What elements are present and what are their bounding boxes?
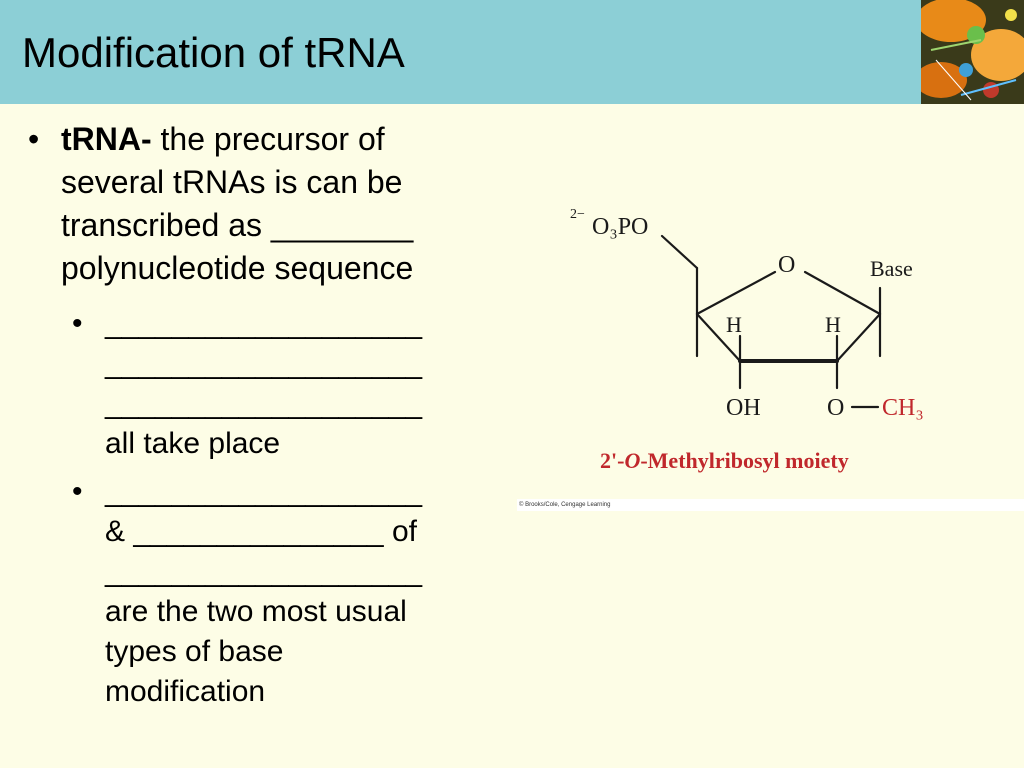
sub2-line-4: are the two most usual <box>105 595 407 628</box>
sub-bullet-list: • ___________________ __________________… <box>28 304 528 712</box>
bullet1-line-3: transcribed as ________ <box>61 207 414 243</box>
slide-body: • tRNA- the precursor of several tRNAs i… <box>28 118 528 720</box>
o-methyl-label: O <box>827 395 844 421</box>
h-left-label: H <box>726 312 742 337</box>
oh-label: OH <box>726 395 761 421</box>
bond-phosphate <box>660 234 699 270</box>
sub2-line-2: & _______________ of <box>105 515 417 548</box>
bond-c4-o <box>695 270 777 316</box>
bullet1-line-4: polynucleotide sequence <box>61 250 414 286</box>
sub1-line-4: all take place <box>105 427 281 460</box>
copyright-credit: © Brooks/Cole, Cengage Learning <box>519 502 611 508</box>
sub2-line-6: modification <box>105 675 266 708</box>
h-right-label: H <box>825 312 841 337</box>
sub1-line-3: ___________________ <box>105 387 423 420</box>
phosphate-charge: 2− <box>570 207 585 222</box>
bullet-dot-icon: • <box>72 475 83 508</box>
bullet1-line-2: several tRNAs is can be <box>61 164 403 200</box>
bullet-dot-icon: • <box>28 121 40 157</box>
base-label: Base <box>870 256 913 281</box>
title-bar: Modification of tRNA <box>0 0 1024 104</box>
sub-bullet-2: • ___________________ & _______________ … <box>72 472 528 712</box>
sub1-line-2: ___________________ <box>105 347 423 380</box>
ch3-label: CH₃ <box>882 395 924 421</box>
sub2-line-5: types of base <box>105 635 284 668</box>
phosphate-label: O₃PO <box>592 214 648 240</box>
bond-c1-c2 <box>835 312 882 363</box>
bond-o-c1 <box>803 270 882 316</box>
sub2-line-1: ___________________ <box>105 475 423 508</box>
molecule-art-icon <box>921 0 1024 104</box>
sub2-line-3: ___________________ <box>105 555 423 588</box>
ring-oxygen-label: O <box>778 252 795 278</box>
sub-bullet-1: • ___________________ __________________… <box>72 304 528 464</box>
structure-caption: 2'-O-Methylribosyl moiety <box>600 448 849 473</box>
bullet1-line-1: the precursor of <box>151 121 385 157</box>
main-bullet: • tRNA- the precursor of several tRNAs i… <box>28 118 528 290</box>
ribose-structure-diagram: 2− O₃PO O Base H H OH O CH₃ 2'-O-Methylr… <box>570 207 924 473</box>
term-trna: tRNA- <box>61 121 152 157</box>
bullet-dot-icon: • <box>72 307 83 340</box>
methylribosyl-structure-figure: 2− O₃PO O Base H H OH O CH₃ 2'-O-Methylr… <box>530 196 950 491</box>
sub1-line-1: ___________________ <box>105 307 423 340</box>
credit-strip <box>517 499 1024 511</box>
slide-title: Modification of tRNA <box>22 29 405 76</box>
decorative-molecule-image <box>921 0 1024 104</box>
bond-c4-c3 <box>695 312 742 363</box>
